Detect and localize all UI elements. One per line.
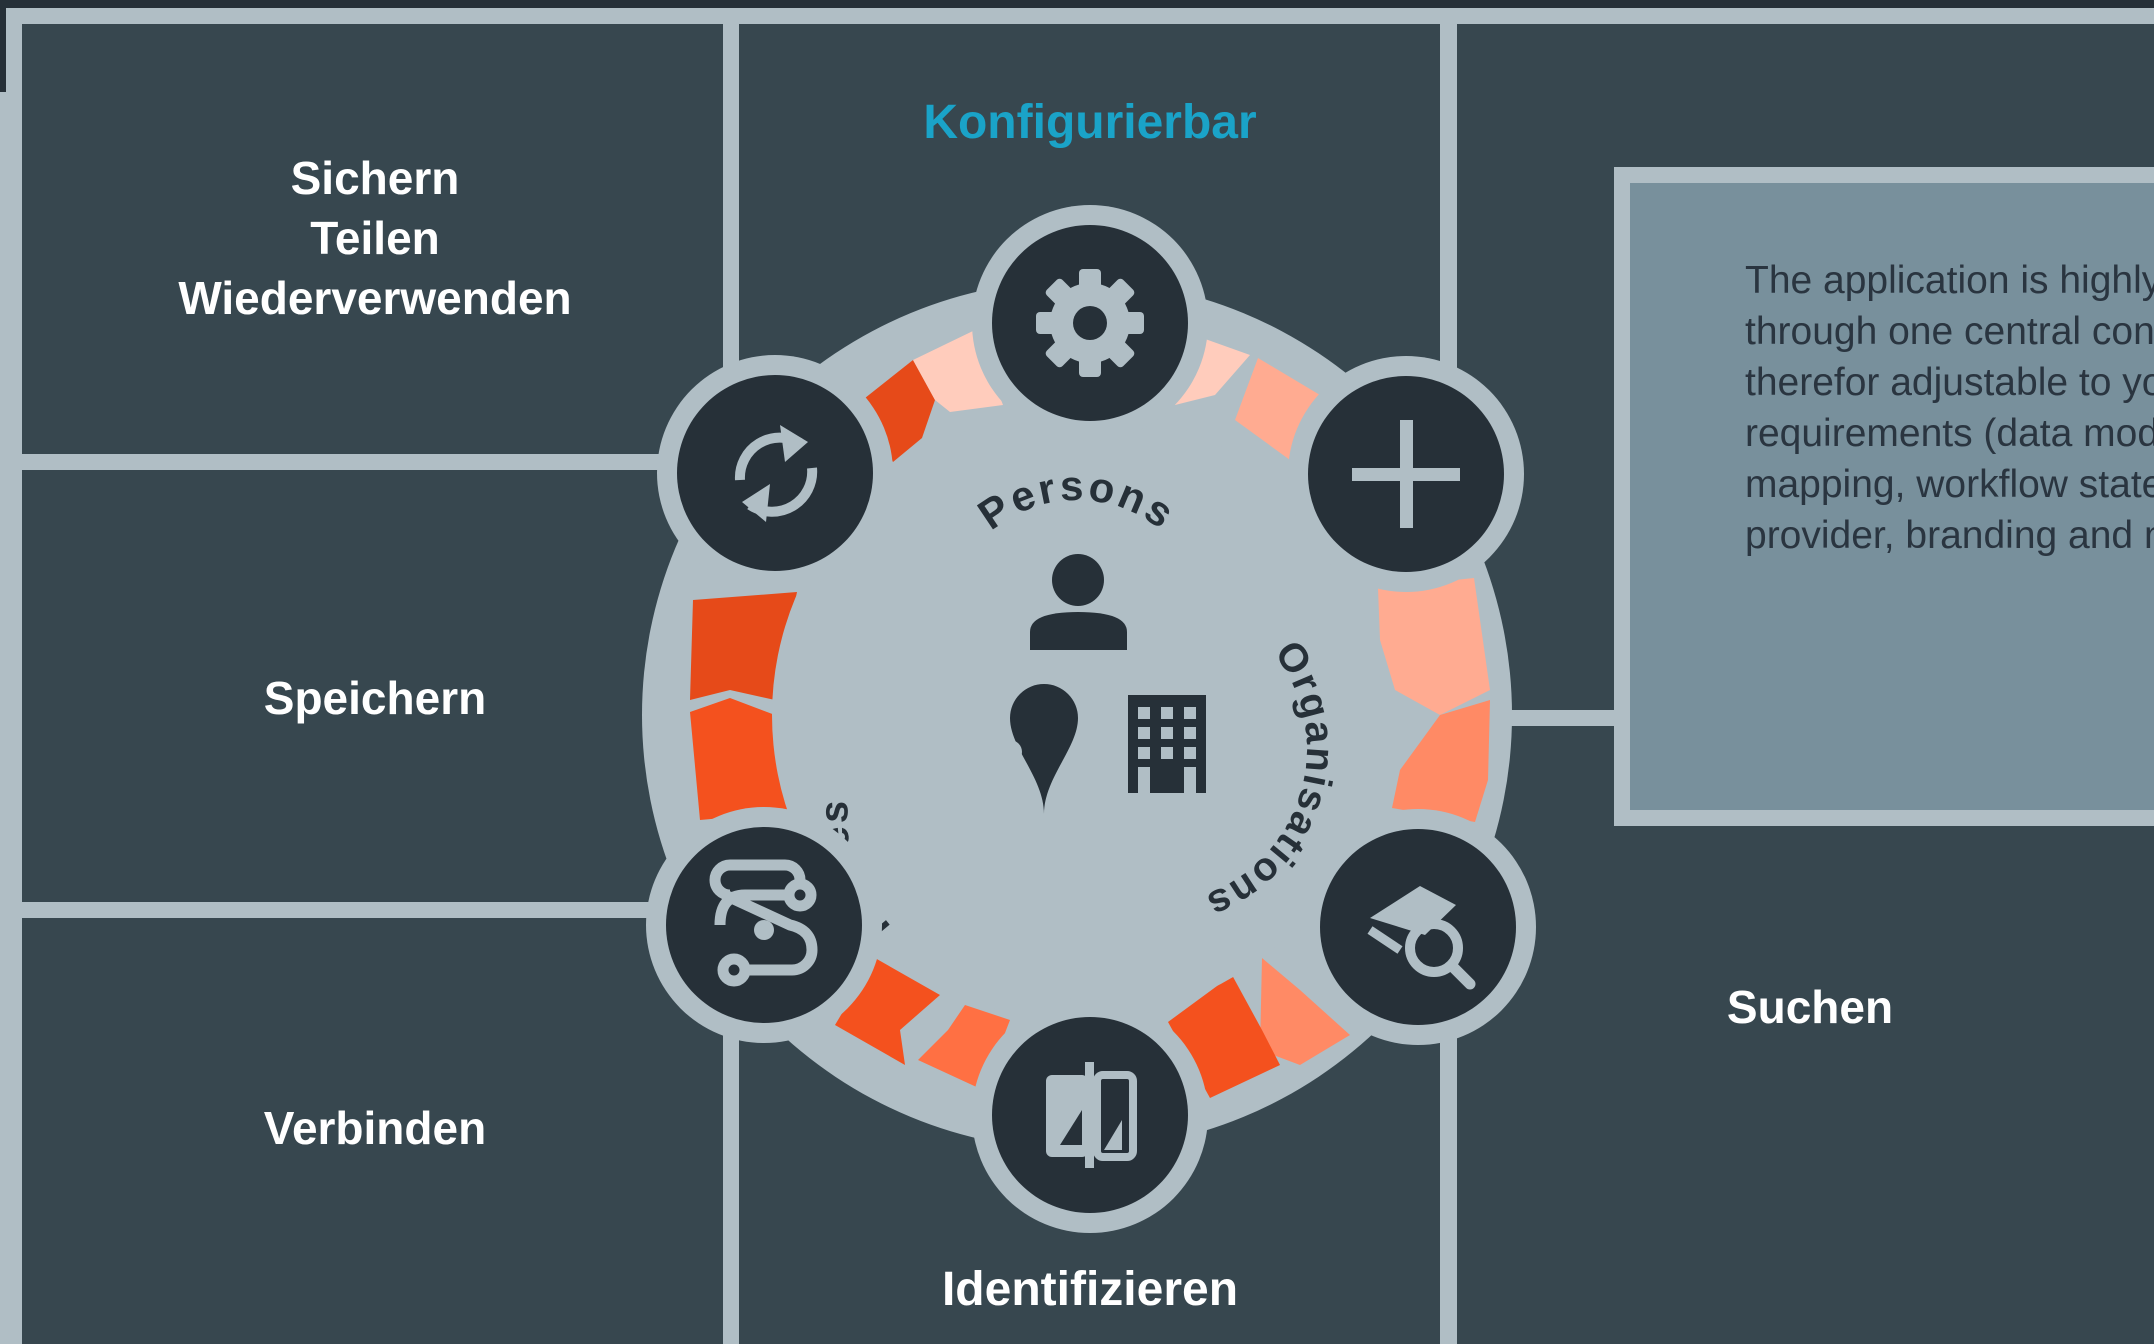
gear-icon <box>1036 269 1144 377</box>
ring-segment <box>1260 958 1350 1065</box>
ring-segment <box>860 360 935 462</box>
ring-segment <box>1378 578 1490 715</box>
identifizieren-label: Identifizieren <box>941 1263 1239 1316</box>
description-line: mapping, workflow states, identity <box>1745 463 2154 506</box>
ring-segment <box>690 698 790 820</box>
description-line: The application is highly configurable <box>1745 259 2154 302</box>
left-edge <box>0 8 6 92</box>
top-edge <box>0 0 2154 8</box>
left-top-line: Teilen <box>310 212 440 264</box>
speichern-label: Speichern <box>263 672 487 724</box>
description-line: through one central configuration and <box>1745 310 2154 353</box>
suchen-label: Suchen <box>1726 981 1894 1033</box>
description-line: requirements (data model, import <box>1745 412 2154 455</box>
refresh-icon <box>734 425 818 522</box>
search-icon <box>1367 886 1476 990</box>
node-refresh <box>657 355 893 591</box>
description-line: provider, branding and more). <box>1745 514 2154 557</box>
description-line: therefor adjustable to your individual <box>1745 361 2154 404</box>
person-icon <box>1030 554 1127 650</box>
diagram-title: Konfigurierbar <box>923 96 1257 149</box>
left-top-line: Sichern <box>290 152 460 204</box>
left-top-label: Sichern Teilen Wiederverwenden <box>20 148 730 328</box>
ring-segment <box>690 592 797 700</box>
swap-icon <box>1046 1062 1137 1168</box>
plus-icon <box>1352 420 1460 528</box>
building-icon <box>1128 695 1206 793</box>
verbinden-label: Verbinden <box>263 1102 487 1154</box>
info-box <box>1614 167 2154 826</box>
left-top-line: Wiederverwenden <box>178 272 572 324</box>
location-pin-icon <box>998 684 1078 814</box>
info-description: The application is highly configurable t… <box>1745 255 2154 561</box>
route-icon <box>709 859 818 987</box>
ring-segment <box>1392 700 1490 822</box>
